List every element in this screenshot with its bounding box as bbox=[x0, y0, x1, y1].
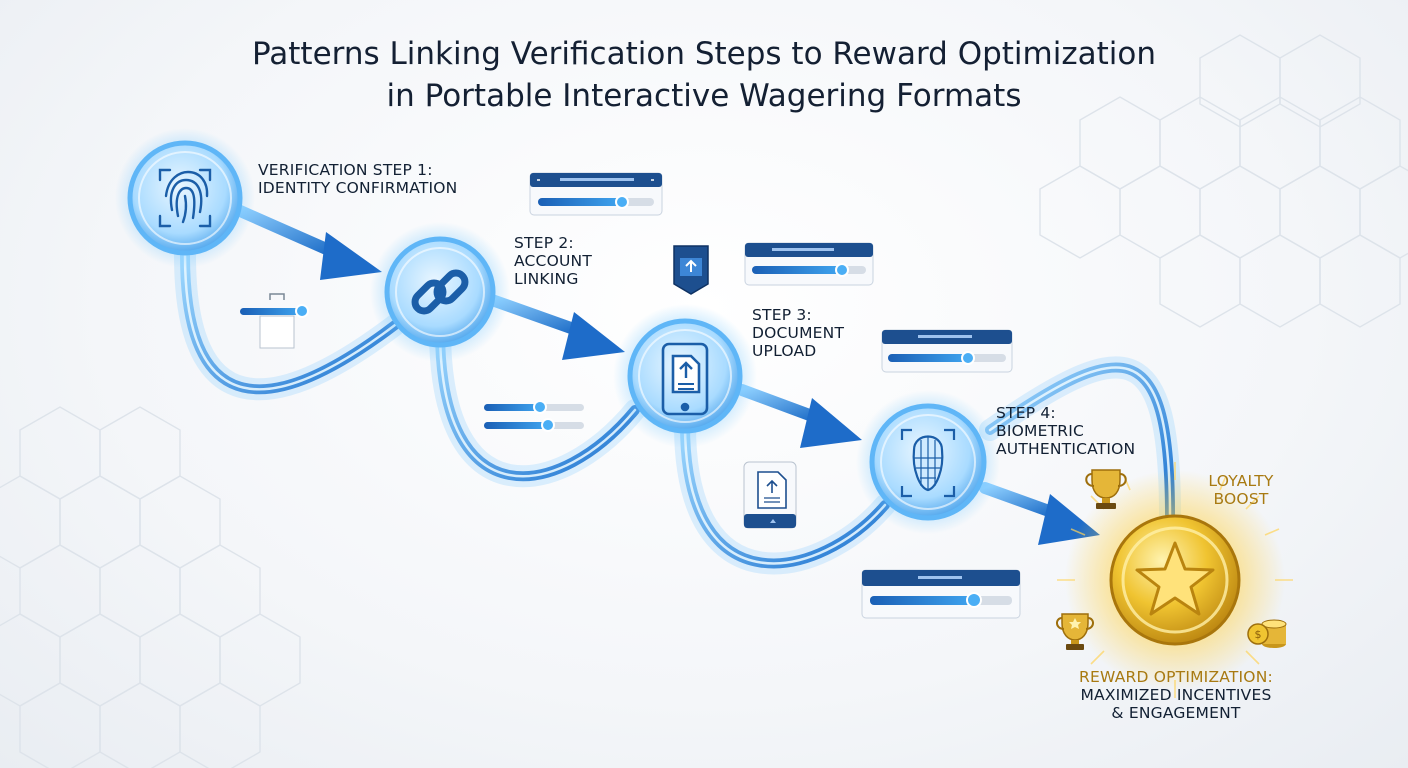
step4-node bbox=[856, 390, 1000, 534]
step1-node bbox=[115, 128, 255, 268]
svg-text:$: $ bbox=[1255, 628, 1262, 641]
reward-label-line3: & ENGAGEMENT bbox=[1111, 704, 1241, 722]
step3-node bbox=[613, 304, 757, 448]
loyalty-label-line2: BOOST bbox=[1213, 490, 1269, 508]
gold-star-coin-icon bbox=[1135, 541, 1215, 616]
fingerprint-icon bbox=[158, 168, 212, 228]
step2-label-line2: ACCOUNT bbox=[514, 252, 592, 270]
step3-label-line3: UPLOAD bbox=[752, 342, 817, 360]
hex-pattern-right bbox=[1039, 34, 1408, 328]
step1-label-line2: IDENTITY CONFIRMATION bbox=[258, 179, 458, 197]
chain-link-icon bbox=[411, 269, 469, 315]
arrow-1-to-2 bbox=[232, 204, 382, 280]
widget-panel-1 bbox=[529, 172, 663, 216]
trophy-icon-left bbox=[1056, 613, 1094, 650]
reward-node bbox=[1057, 462, 1293, 698]
slider-widget-a bbox=[240, 293, 309, 349]
arrow-3-to-4 bbox=[736, 384, 862, 448]
connector-tubes bbox=[174, 244, 1181, 575]
step4-label: STEP 4: BIOMETRIC AUTHENTICATION bbox=[996, 404, 1135, 458]
arrow-2-to-3 bbox=[486, 294, 625, 360]
step2-label: STEP 2: ACCOUNT LINKING bbox=[514, 234, 592, 288]
flow-arrows bbox=[232, 204, 1100, 545]
page-title-line2: in Portable Interactive Wagering Formats bbox=[386, 78, 1022, 114]
slider-widget-b bbox=[484, 400, 584, 432]
step3-label-line2: DOCUMENT bbox=[752, 324, 845, 342]
step4-label-line2: BIOMETRIC bbox=[996, 422, 1085, 440]
reward-label-line2: MAXIMIZED INCENTIVES bbox=[1080, 686, 1272, 704]
reward-optimization-label: REWARD OPTIMIZATION: MAXIMIZED INCENTIVE… bbox=[1066, 668, 1286, 722]
loyalty-label-line1: LOYALTY bbox=[1208, 472, 1274, 490]
widget-panel-4 bbox=[861, 569, 1021, 619]
step4-label-line1: STEP 4: bbox=[996, 404, 1056, 422]
trophy-icon-top bbox=[1085, 469, 1127, 509]
tablet-document-icon bbox=[661, 342, 709, 416]
face-scan-icon bbox=[900, 428, 956, 498]
hex-pattern-left bbox=[0, 406, 301, 768]
widget-panel-3 bbox=[881, 329, 1013, 373]
coin-stack-icon: $ bbox=[1247, 619, 1287, 648]
step2-label-line1: STEP 2: bbox=[514, 234, 574, 252]
document-card-icon bbox=[743, 461, 797, 529]
badge-upload-icon bbox=[673, 245, 709, 295]
widget-panel-2 bbox=[744, 242, 874, 286]
step3-label-line1: STEP 3: bbox=[752, 306, 812, 324]
step4-label-line3: AUTHENTICATION bbox=[996, 440, 1136, 458]
step1-label-line1: VERIFICATION STEP 1: bbox=[258, 161, 433, 179]
step2-label-line3: LINKING bbox=[514, 270, 579, 288]
page-title-line1: Patterns Linking Verification Steps to R… bbox=[251, 36, 1156, 72]
step1-label: VERIFICATION STEP 1: IDENTITY CONFIRMATI… bbox=[258, 161, 457, 197]
step2-node bbox=[370, 222, 510, 362]
loyalty-boost-label: LOYALTY BOOST bbox=[1196, 472, 1286, 508]
reward-label-line1: REWARD OPTIMIZATION: bbox=[1079, 668, 1273, 686]
step3-label: STEP 3: DOCUMENT UPLOAD bbox=[752, 306, 844, 360]
